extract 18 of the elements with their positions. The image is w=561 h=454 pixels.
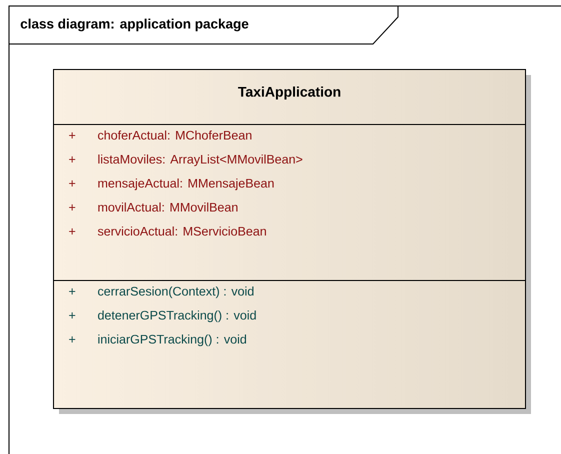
operation-compartment	[53, 280, 526, 409]
visibility-marker: +	[69, 204, 76, 210]
operation-text: detenerGPSTracking() : void	[98, 310, 256, 322]
attribute-text: movilActual: MMovilBean	[98, 202, 238, 212]
operation-text: cerrarSesion(Context) : void	[98, 286, 254, 298]
visibility-marker: +	[69, 180, 76, 186]
visibility-marker: +	[69, 156, 76, 162]
visibility-marker: +	[69, 228, 76, 234]
attribute-text: servicioActual: MServicioBean	[98, 226, 266, 236]
operation-text: iniciarGPSTracking() : void	[98, 334, 246, 346]
visibility-marker: +	[69, 132, 76, 138]
attribute-text: listaMoviles: ArrayList<MMovilBean>	[98, 154, 302, 166]
visibility-marker: +	[69, 312, 76, 318]
attribute-text: choferActual: MChoferBean	[98, 130, 252, 140]
attribute-text: mensajeActual: MMensajeBean	[98, 178, 274, 190]
visibility-marker: +	[69, 336, 76, 342]
attribute-compartment	[53, 124, 526, 281]
visibility-marker: +	[69, 288, 76, 294]
